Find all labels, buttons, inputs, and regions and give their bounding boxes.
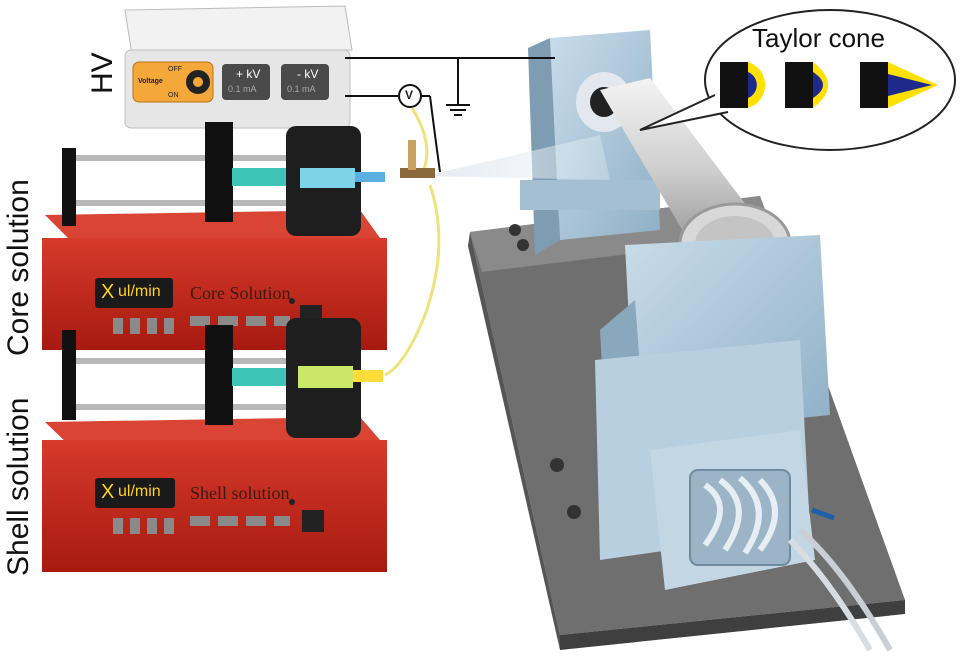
hv-power-supply <box>124 5 353 129</box>
motor-vent-grille <box>689 469 791 566</box>
minus-kv-display: - kV <box>297 67 319 81</box>
minus-ma-display: 0.1 mA <box>287 84 316 94</box>
core-display-x: X <box>101 281 115 303</box>
off-label: OFF <box>168 66 182 73</box>
voltmeter <box>398 84 422 108</box>
plus-kv-display: + kV <box>236 67 261 81</box>
shell-display-unit: ul/min <box>118 483 161 500</box>
hv-wiring <box>345 57 555 173</box>
taylor-cone-title: Taylor cone <box>752 23 885 53</box>
coaxial-needle <box>400 140 435 178</box>
taylor-cone-stage-1 <box>720 62 766 108</box>
core-panel-title: Core Solution <box>190 283 291 303</box>
shell-solution-label: Shell solution <box>2 397 35 576</box>
voltmeter-symbol: V <box>405 88 414 102</box>
taylor-cone-callout <box>639 9 956 151</box>
on-label: ON <box>168 92 179 99</box>
voltage-label: Voltage <box>138 78 163 85</box>
ground-symbol <box>446 104 470 116</box>
core-solution-label: Core solution <box>2 179 35 356</box>
hv-label: HV <box>86 52 119 94</box>
core-display-unit: ul/min <box>118 283 161 300</box>
shell-display-x: X <box>101 481 115 503</box>
motor-cables <box>787 507 893 652</box>
core-syringe-pump <box>42 122 387 350</box>
electrospray-jet <box>425 135 610 180</box>
taylor-cone-stage-2 <box>785 62 828 108</box>
plus-ma-display: 0.1 mA <box>228 84 257 94</box>
shell-syringe-pump <box>42 318 387 572</box>
shell-panel-title: Shell solution <box>190 483 290 503</box>
taylor-cone-stage-3 <box>860 62 938 108</box>
